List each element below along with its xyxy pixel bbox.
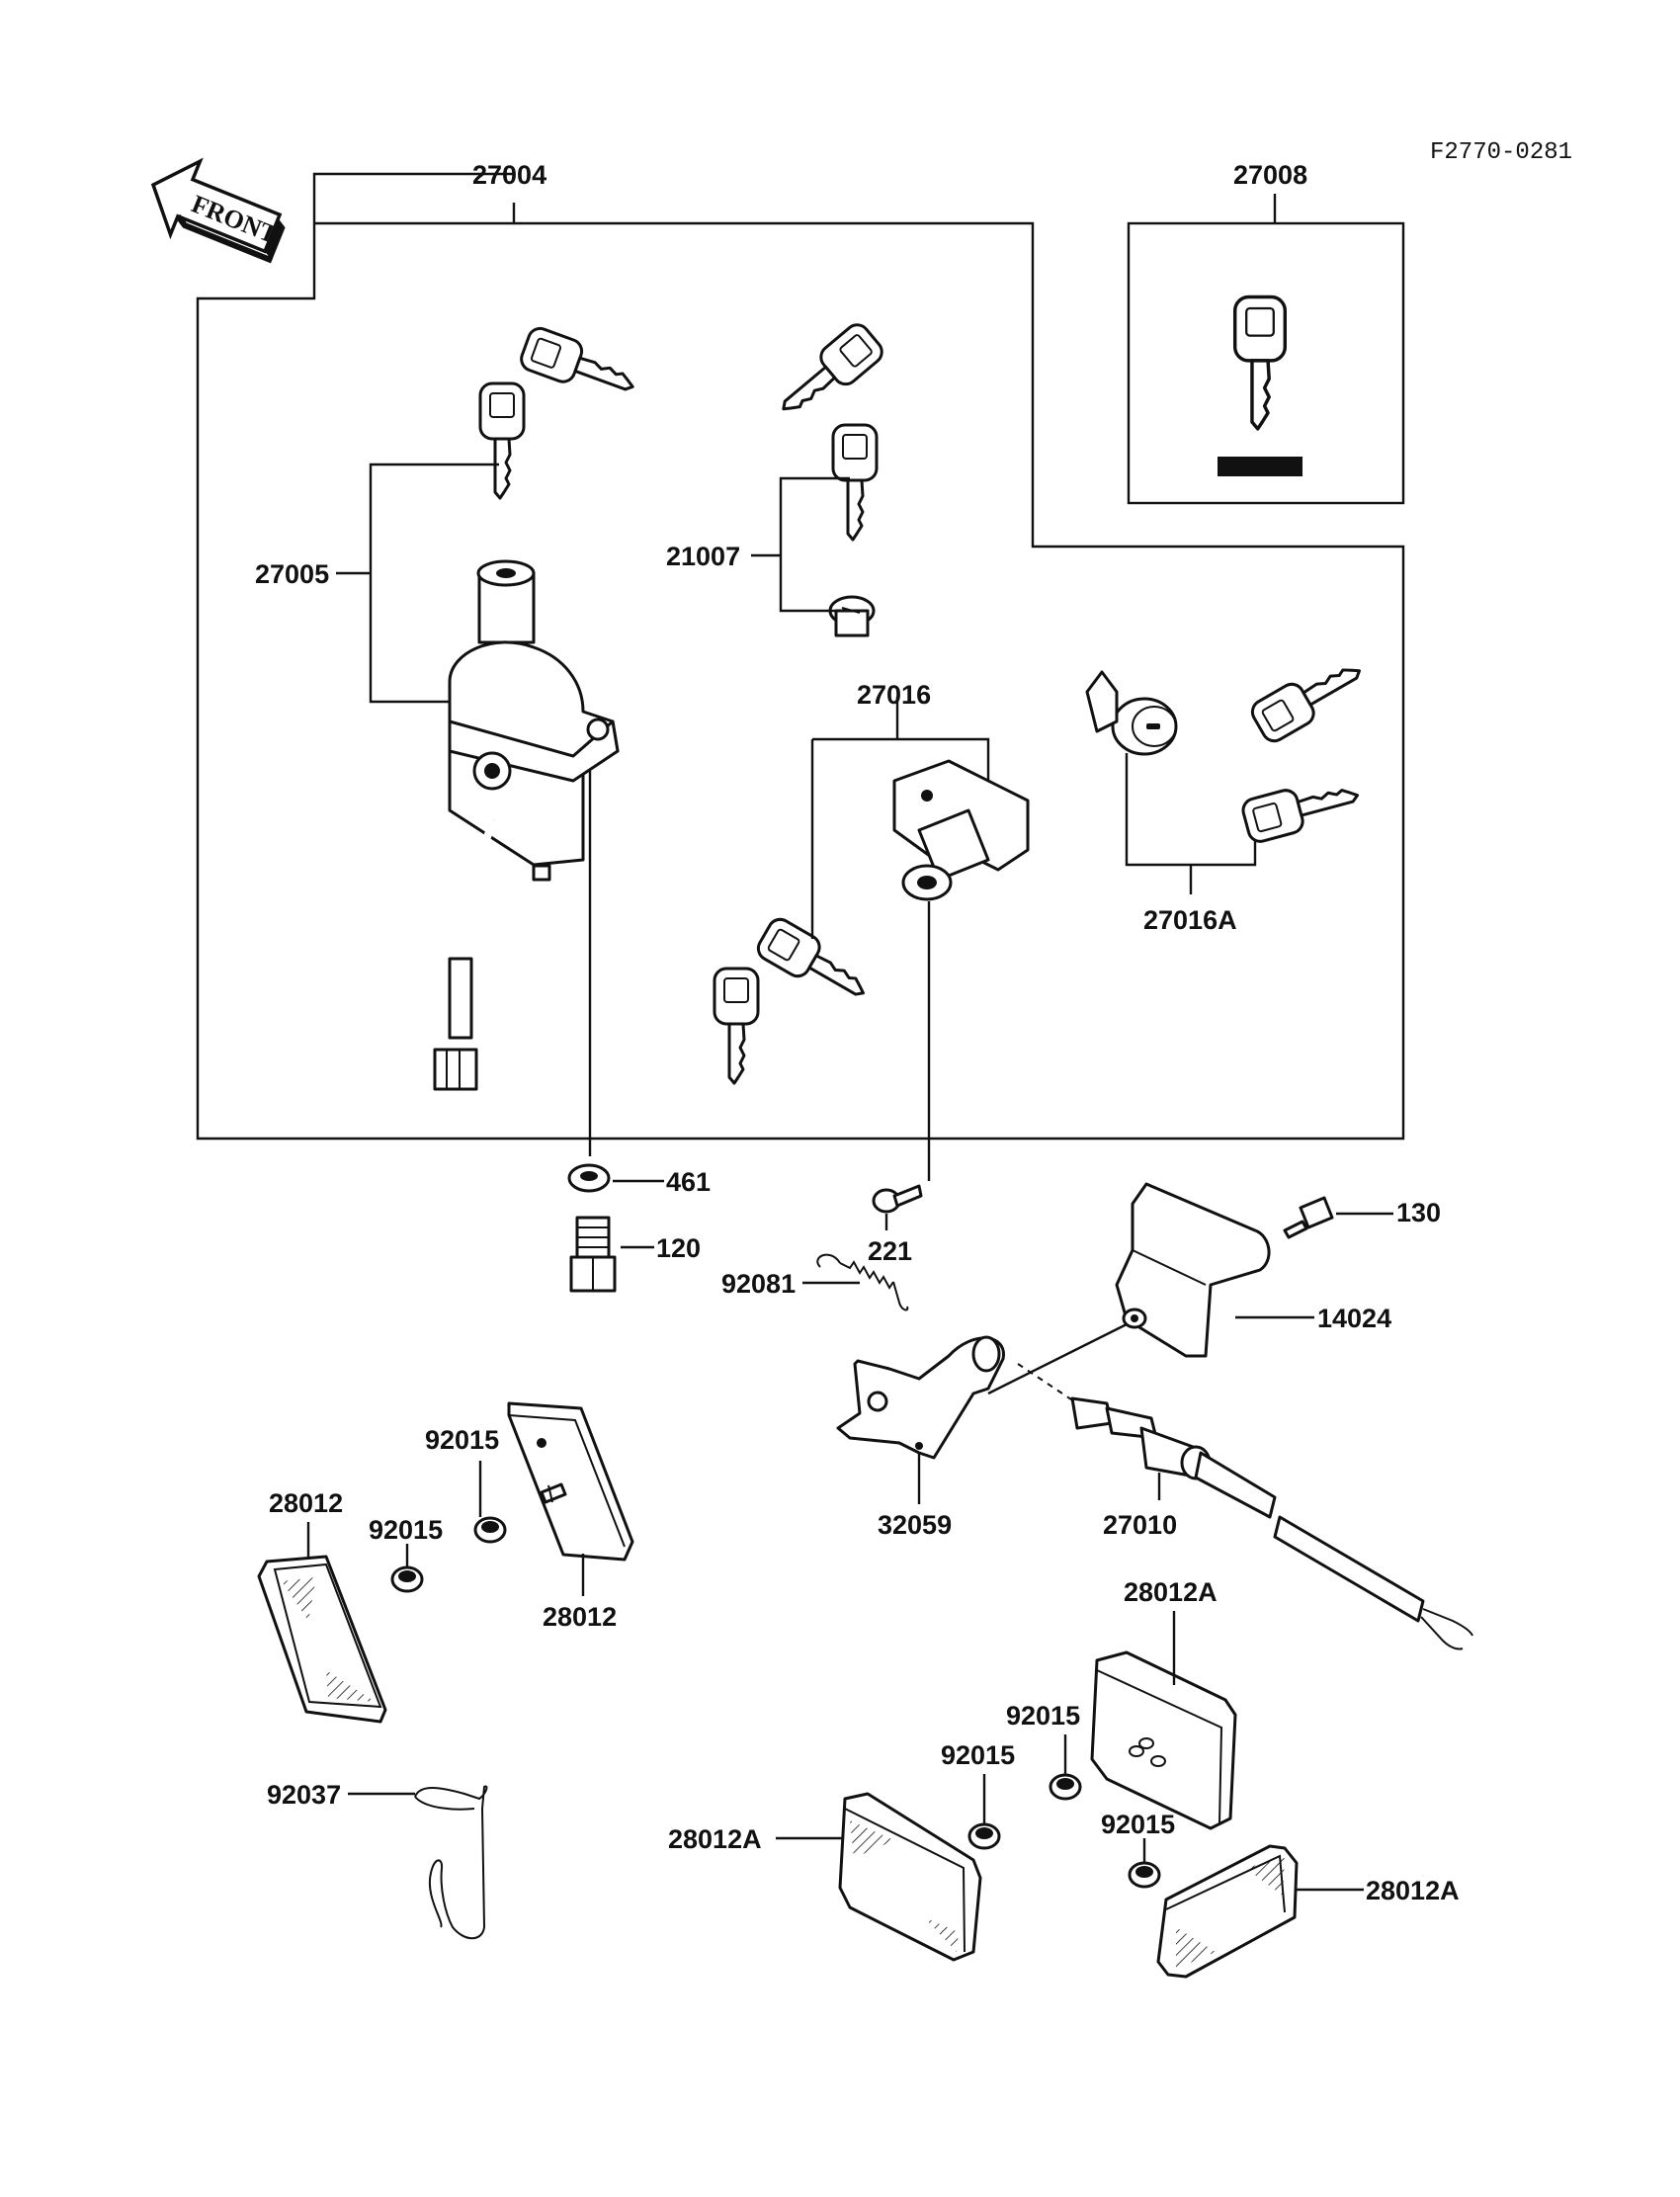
label-120: 120 <box>656 1233 701 1263</box>
cover-14024 <box>1115 1182 1271 1358</box>
label-92015-b: 92015 <box>369 1515 443 1545</box>
bracket-21007 <box>751 476 850 613</box>
nut-92015-c <box>1049 1773 1082 1801</box>
helmet-lock-27016A <box>1085 670 1178 756</box>
label-28012A-top: 28012A <box>1124 1577 1218 1607</box>
label-92015-c: 92015 <box>1006 1701 1080 1731</box>
cap-lock-21007 <box>828 595 876 637</box>
diagram-code: F2770-0281 <box>1430 139 1572 166</box>
label-21007: 21007 <box>666 542 740 571</box>
label-92015-d: 92015 <box>941 1740 1015 1770</box>
label-27010: 27010 <box>1103 1510 1177 1540</box>
label-32059: 32059 <box>878 1510 952 1540</box>
label-27004: 27004 <box>472 160 546 190</box>
bracket-27016 <box>810 697 990 939</box>
key-blank-box <box>1127 221 1405 505</box>
seat-lock-27016 <box>892 759 1030 901</box>
label-461: 461 <box>666 1167 711 1197</box>
label-92037: 92037 <box>267 1780 341 1810</box>
label-28012A-right: 28012A <box>1366 1876 1460 1905</box>
ignition-switch-27005 <box>433 559 620 1091</box>
screw-221 <box>872 1184 923 1214</box>
nut-92015-d <box>967 1822 1001 1850</box>
reflector-28012A-top <box>1090 1650 1237 1830</box>
label-27005: 27005 <box>255 559 329 589</box>
label-92081: 92081 <box>721 1269 796 1299</box>
ignition-keys <box>478 323 642 500</box>
bolt-120 <box>569 1216 617 1293</box>
nut-92015-e <box>1128 1861 1161 1889</box>
cap-keys <box>769 318 888 542</box>
label-27008: 27008 <box>1233 160 1307 190</box>
assembly-boundary-27004 <box>196 172 1405 1141</box>
bracket-27016A <box>1125 753 1257 894</box>
label-27016A: 27016A <box>1143 905 1237 935</box>
label-92015-e: 92015 <box>1101 1810 1175 1839</box>
helmet-lock-keys <box>1238 648 1371 846</box>
seat-lock-keys <box>713 913 877 1085</box>
switch-27010 <box>1017 1363 1473 1650</box>
label-92015-a: 92015 <box>425 1425 499 1455</box>
clip-92037 <box>414 1785 488 1940</box>
label-28012A-left: 28012A <box>668 1824 762 1854</box>
label-130: 130 <box>1396 1198 1441 1227</box>
reflector-28012A-right <box>1156 1844 1299 1979</box>
label-27016: 27016 <box>857 680 931 710</box>
nut-92015-b <box>390 1565 424 1593</box>
spring-92081 <box>816 1253 909 1311</box>
label-28012-mid: 28012 <box>543 1602 617 1632</box>
key-blank-27008 <box>1232 295 1288 431</box>
front-arrow-icon: FRONT <box>150 157 286 264</box>
reflector-28012-left <box>257 1555 387 1724</box>
bolt-130 <box>1283 1196 1334 1239</box>
bracket-27005 <box>336 463 499 704</box>
reflector-28012A-left <box>838 1792 982 1962</box>
label-28012-left: 28012 <box>269 1488 343 1518</box>
key-tag <box>1218 457 1302 476</box>
reflector-28012-mid <box>507 1401 634 1562</box>
nut-92015-a <box>473 1516 507 1544</box>
label-14024: 14024 <box>1317 1304 1391 1333</box>
label-221: 221 <box>868 1236 912 1266</box>
washer-461 <box>567 1163 611 1193</box>
bracket-32059 <box>836 1335 1005 1460</box>
